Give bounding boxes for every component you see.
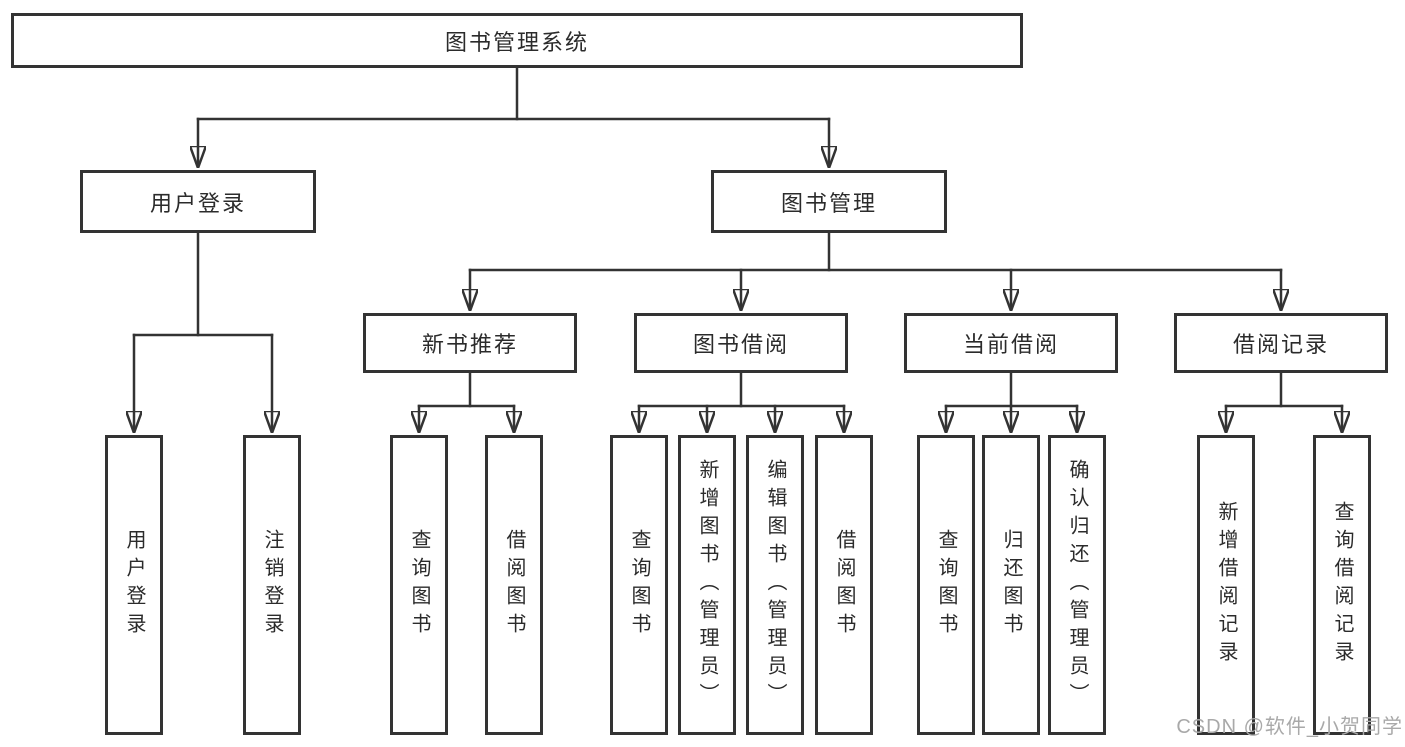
- leaf-borrow-books-borrow: 借阅图书: [815, 435, 873, 735]
- leaf-borrow-books-recommend: 借阅图书: [485, 435, 543, 735]
- leaf-label: 新增图书（管理员）: [696, 459, 718, 711]
- watermark: CSDN @软件_小贺同学: [1176, 716, 1403, 738]
- leaf-query-borrow-record: 查询借阅记录: [1313, 435, 1371, 735]
- leaf-label: 归还图书: [1000, 529, 1022, 641]
- leaf-user-login: 用户登录: [105, 435, 163, 735]
- node-borrow-records: 借阅记录: [1174, 313, 1388, 373]
- node-label: 图书管理系统: [444, 29, 589, 55]
- leaf-label: 注销登录: [261, 529, 283, 641]
- node-label: 用户登录: [149, 190, 246, 216]
- leaf-label: 查询图书: [935, 529, 957, 641]
- node-label: 当前借阅: [962, 332, 1059, 357]
- node-book-management: 图书管理: [711, 170, 947, 233]
- node-user-login: 用户登录: [80, 170, 316, 233]
- node-label: 图书借阅: [692, 332, 789, 357]
- leaf-add-borrow-record: 新增借阅记录: [1197, 435, 1255, 735]
- node-library-management-system: 图书管理系统: [11, 13, 1023, 68]
- leaf-confirm-return-admin: 确认归还（管理员）: [1048, 435, 1106, 735]
- leaf-logout: 注销登录: [243, 435, 301, 735]
- leaf-label: 确认归还（管理员）: [1066, 459, 1088, 711]
- leaf-label: 编辑图书（管理员）: [764, 459, 786, 711]
- leaf-label: 查询图书: [408, 529, 430, 641]
- leaf-label: 用户登录: [123, 529, 145, 641]
- node-label: 新书推荐: [421, 332, 518, 357]
- leaf-edit-book-admin: 编辑图书（管理员）: [746, 435, 804, 735]
- leaf-label: 查询图书: [628, 529, 650, 641]
- leaf-add-book-admin: 新增图书（管理员）: [678, 435, 736, 735]
- leaf-label: 借阅图书: [833, 529, 855, 641]
- node-current-borrow: 当前借阅: [904, 313, 1118, 373]
- leaf-label: 新增借阅记录: [1215, 501, 1237, 669]
- node-label: 图书管理: [780, 190, 877, 216]
- leaf-label: 借阅图书: [503, 529, 525, 641]
- node-label: 借阅记录: [1232, 332, 1329, 357]
- node-new-book-recommend: 新书推荐: [363, 313, 577, 373]
- leaf-query-books-recommend: 查询图书: [390, 435, 448, 735]
- node-book-borrow: 图书借阅: [634, 313, 848, 373]
- leaf-query-books-current: 查询图书: [917, 435, 975, 735]
- leaf-label: 查询借阅记录: [1331, 501, 1353, 669]
- leaf-return-book: 归还图书: [982, 435, 1040, 735]
- leaf-query-books-borrow: 查询图书: [610, 435, 668, 735]
